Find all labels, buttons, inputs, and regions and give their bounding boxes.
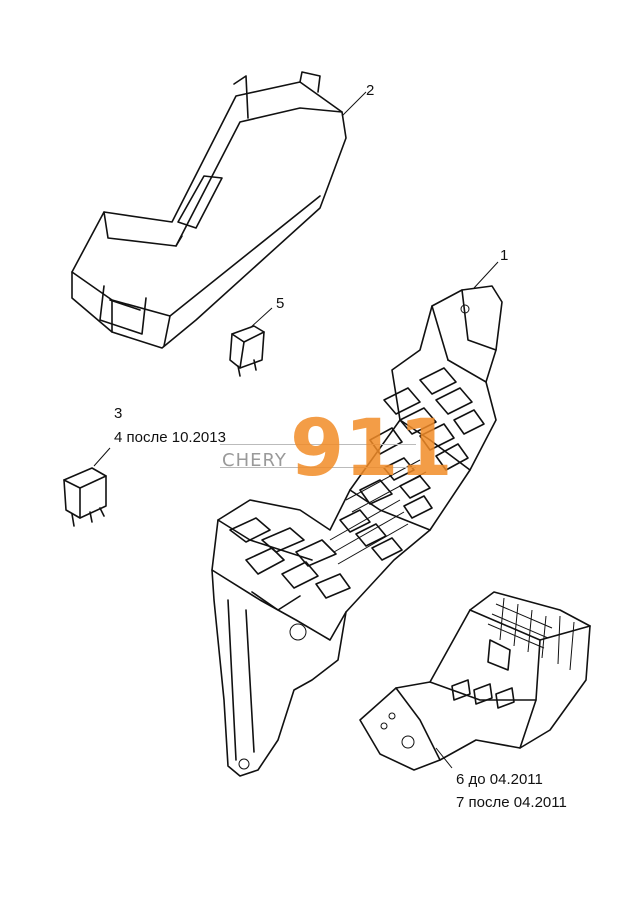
watermark-number: 911 (290, 404, 453, 494)
callout-5: 5 (276, 295, 285, 312)
callout-3: 3 (114, 405, 123, 422)
callout-1: 1 (500, 247, 509, 264)
leader-lines (93, 91, 499, 769)
callout-7: 7 после 04.2011 (456, 794, 567, 811)
watermark-text: CHERY (222, 450, 287, 471)
relay-small (229, 325, 265, 377)
callout-6: 6 до 04.2011 (456, 771, 543, 788)
callout-4: 4 после 10.2013 (114, 429, 226, 446)
fuse-box (359, 591, 591, 771)
watermark-underline (220, 444, 416, 468)
callout-2: 2 (366, 82, 375, 99)
fuse-relay-block (211, 285, 503, 777)
relay (63, 467, 107, 527)
fuse-box-cover (71, 71, 347, 349)
